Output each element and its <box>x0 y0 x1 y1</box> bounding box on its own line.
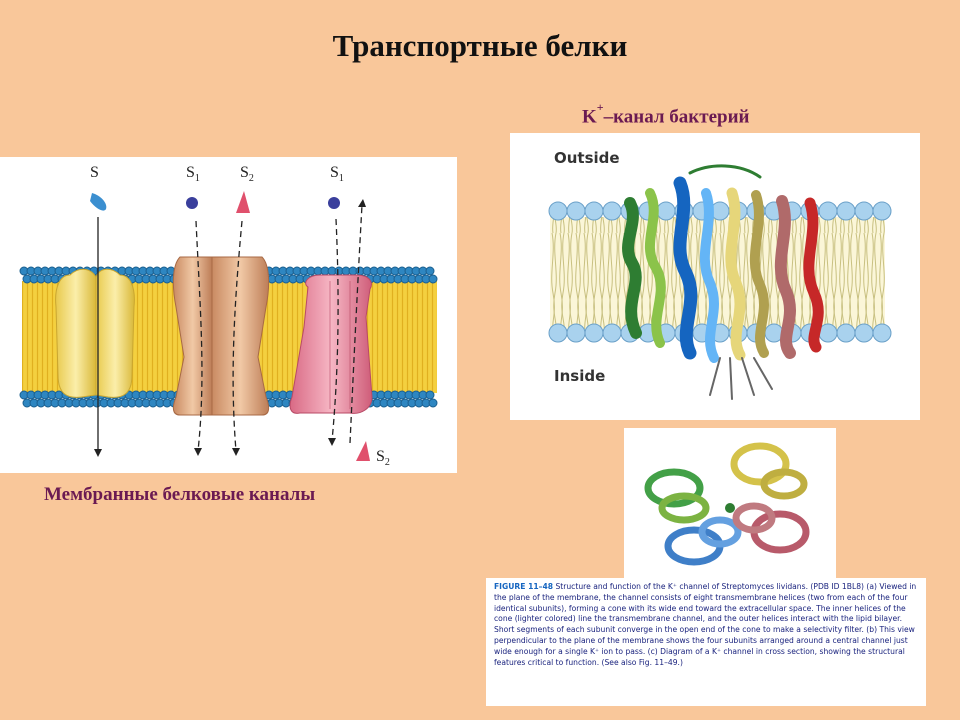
lipid-head <box>425 390 435 400</box>
lipid-head <box>584 323 604 343</box>
page-title: Транспортные белки <box>332 28 628 63</box>
substrate-s2-shape-antiport <box>356 441 370 461</box>
figure-caption: FIGURE 11–48 Structure and function of t… <box>486 578 926 706</box>
lipid-head <box>428 398 438 408</box>
substrate-s1-ball-antiport <box>328 197 340 209</box>
lipid-head <box>548 201 568 221</box>
lipid-head <box>854 323 874 343</box>
symport-arrow-s1 <box>195 220 203 452</box>
lipid-head <box>602 323 622 343</box>
antiport-arrow-s2 <box>349 204 363 444</box>
label-s2-antiport: S2 <box>376 448 390 468</box>
lipid-head <box>836 323 856 343</box>
k-channel-side-svg: Outside Inside <box>548 149 892 400</box>
lipid-head <box>566 323 586 343</box>
k-channel-top-svg <box>644 442 810 566</box>
antiport-arrow-s1 <box>331 218 339 442</box>
figure-label: FIGURE 11–48 <box>494 582 554 591</box>
lipid-head <box>602 201 622 221</box>
k-ion <box>725 503 735 513</box>
channel-protein-pink <box>289 274 373 414</box>
k-channel-superscript: + <box>596 100 604 114</box>
lipid-head <box>836 201 856 221</box>
label-s1-antiport: S1 <box>330 164 344 184</box>
substrate-s-shape <box>90 193 107 211</box>
subunit-green <box>644 468 710 524</box>
lipid-head <box>872 323 892 343</box>
substrate-s2-shape <box>236 191 250 213</box>
lipid-head <box>854 201 874 221</box>
lipid-head <box>656 201 676 221</box>
symport-arrow-s2 <box>232 220 243 452</box>
figure-caption-text: Structure and function of the K⁺ channel… <box>494 582 917 667</box>
k-channel-title: K+–канал бактерий <box>582 100 750 128</box>
outside-label: Outside <box>554 149 620 167</box>
lipid-head <box>872 201 892 221</box>
lipid-head <box>548 323 568 343</box>
membrane-channels-svg: S S1 S2 S1 S2 <box>19 164 438 468</box>
k-channel-suffix: –канал бактерий <box>603 106 750 128</box>
channel-protein-yellow <box>55 268 135 398</box>
k-channel-top-view <box>624 428 836 578</box>
subunit-blue <box>664 516 742 566</box>
k-channel-prefix: K <box>582 106 597 128</box>
k-channel-helices <box>622 164 824 400</box>
inside-label: Inside <box>554 367 605 385</box>
lipid-head <box>818 201 838 221</box>
lipid-head <box>584 201 604 221</box>
lipid-head <box>425 266 435 276</box>
lipid-head <box>566 201 586 221</box>
substrate-s1-ball <box>186 197 198 209</box>
k-channel-side-view: Outside Inside <box>510 133 920 420</box>
channel-protein-tan <box>172 256 270 416</box>
subunit-yellow <box>730 442 808 500</box>
membrane-channels-diagram: S S1 S2 S1 S2 <box>0 157 457 473</box>
subunit-red <box>732 502 810 554</box>
membrane-channels-caption: Мембранные белковые каналы <box>44 484 316 505</box>
label-s: S <box>90 164 99 181</box>
lipid-head <box>428 274 438 284</box>
label-s2: S2 <box>240 164 254 184</box>
label-s1: S1 <box>186 164 200 184</box>
